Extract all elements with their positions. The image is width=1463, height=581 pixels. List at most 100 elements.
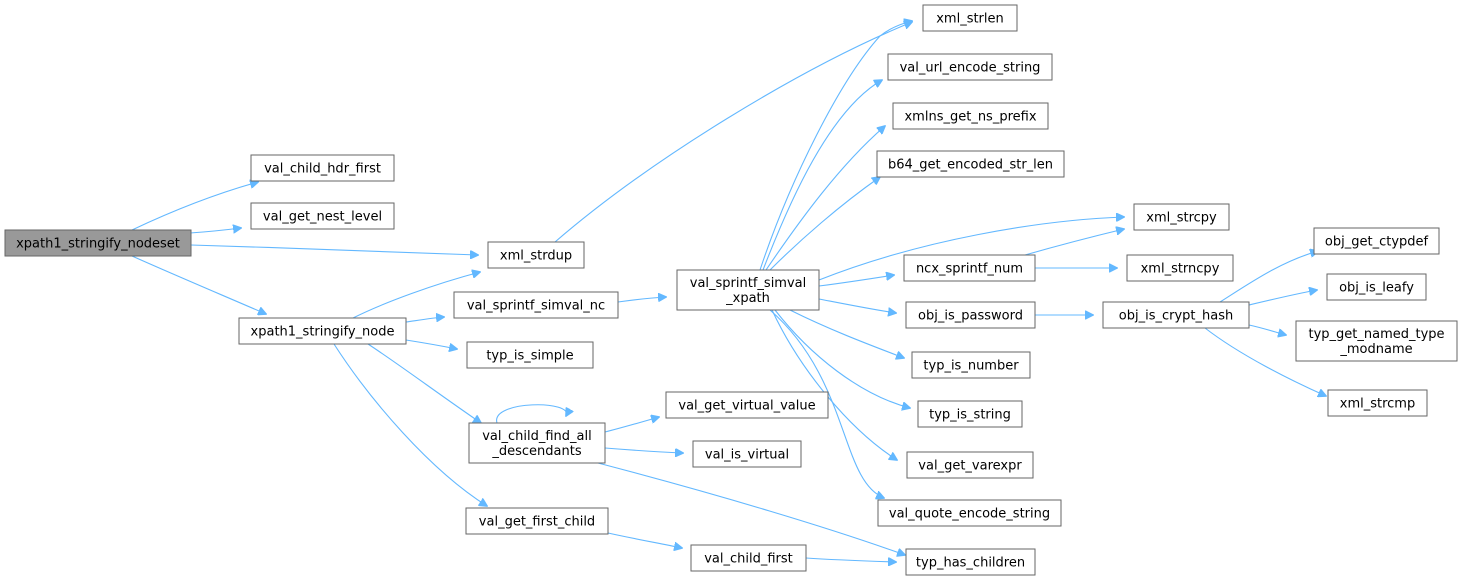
function-node[interactable]: val_sprintf_simval_xpath — [676, 269, 820, 311]
function-node-label: val_get_nest_level — [263, 210, 382, 225]
call-edges — [131, 21, 1326, 562]
function-node[interactable]: val_get_nest_level — [250, 202, 395, 230]
function-node[interactable]: xml_strcmp — [1327, 389, 1428, 417]
function-node-box — [905, 301, 1036, 329]
function-node[interactable]: val_child_first — [690, 544, 807, 572]
function-node-label: xpath1_stringify_node — [251, 325, 395, 340]
function-node-label: xml_strlen — [936, 12, 1004, 27]
function-node-label: _xpath — [725, 291, 770, 306]
function-node-box — [905, 548, 1036, 576]
edge-n12-to-n13 — [759, 21, 912, 271]
function-node[interactable]: val_is_virtual — [692, 440, 802, 468]
edge-n4-to-n6 — [405, 339, 457, 349]
function-node-box — [665, 391, 829, 419]
function-node-label: val_get_first_child — [479, 515, 595, 530]
function-node-label: val_sprintf_simval_nc — [467, 299, 605, 314]
edge-n4-to-n8 — [333, 343, 487, 506]
function-node-box — [453, 291, 619, 319]
function-node-label: ncx_sprintf_num — [916, 262, 1023, 277]
edge-n0-to-n1 — [131, 182, 258, 231]
function-node[interactable]: xmlns_get_ns_prefix — [892, 102, 1049, 130]
function-node[interactable]: val_url_encode_string — [887, 53, 1053, 81]
function-node-box — [917, 400, 1023, 428]
function-node-box — [1326, 273, 1427, 301]
edge-n12-to-n23 — [771, 309, 897, 460]
function-node[interactable]: val_sprintf_simval_nc — [453, 291, 619, 319]
function-node-label: val_quote_encode_string — [889, 507, 1050, 522]
function-node[interactable]: xml_strcpy — [1133, 203, 1230, 231]
function-node-box — [892, 102, 1049, 130]
edge-n12-to-n24 — [769, 309, 884, 498]
function-node-box — [877, 499, 1062, 527]
function-node[interactable]: typ_is_simple — [466, 341, 594, 369]
function-node-box — [692, 440, 802, 468]
function-node-label: xml_strncpy — [1141, 262, 1220, 277]
function-node-label: val_child_find_all — [482, 429, 592, 444]
function-node-label: val_child_hdr_first — [264, 162, 381, 177]
function-node-label: b64_get_encoded_str_len — [888, 158, 1053, 173]
edge-n12-to-n22 — [774, 309, 910, 408]
function-node-box — [887, 53, 1053, 81]
function-node[interactable]: xpath1_stringify_nodeset — [4, 229, 192, 257]
function-node-label: typ_get_named_type — [1308, 327, 1444, 342]
edge-n12-to-n21 — [789, 309, 904, 358]
function-node-label: typ_is_number — [923, 359, 1019, 374]
function-node[interactable]: typ_has_children — [905, 548, 1036, 576]
function-node[interactable]: obj_is_leafy — [1326, 273, 1427, 301]
function-node-box — [1126, 254, 1234, 282]
function-node-box — [238, 317, 407, 345]
function-node[interactable]: val_child_hdr_first — [250, 154, 395, 182]
function-node-box — [4, 229, 192, 257]
function-node[interactable]: xml_strncpy — [1126, 254, 1234, 282]
function-node[interactable]: val_child_find_all_descendants — [468, 422, 606, 464]
function-node-box — [911, 351, 1031, 379]
function-node[interactable]: val_get_varexpr — [906, 451, 1034, 479]
function-node-box — [906, 451, 1034, 479]
edge-n12-to-n18 — [818, 275, 894, 287]
function-node[interactable]: xml_strdup — [487, 241, 585, 269]
function-node-box — [487, 241, 585, 269]
function-node[interactable]: val_quote_encode_string — [877, 499, 1062, 527]
function-node[interactable]: typ_get_named_type_modname — [1295, 320, 1458, 362]
function-node[interactable]: typ_is_number — [911, 351, 1031, 379]
function-node[interactable]: val_get_virtual_value — [665, 391, 829, 419]
function-node-label: val_child_first — [704, 552, 793, 567]
function-node[interactable]: ncx_sprintf_num — [903, 254, 1036, 282]
edge-n12-to-n17 — [818, 217, 1124, 281]
function-nodes: xpath1_stringify_nodeset val_child_hdr_fi… — [4, 4, 1458, 576]
edge-n7-to-n9 — [604, 417, 659, 433]
edge-n26-to-n30 — [1204, 327, 1326, 396]
edge-n26-to-n28 — [1248, 290, 1317, 306]
edge-n4-to-n5 — [405, 317, 444, 323]
function-node[interactable]: xpath1_stringify_node — [238, 317, 407, 345]
function-node[interactable]: b64_get_encoded_str_len — [876, 150, 1065, 178]
function-node-label: obj_is_crypt_hash — [1119, 309, 1233, 324]
function-node-label: val_get_virtual_value — [678, 399, 815, 414]
function-node-label: xml_strcpy — [1146, 211, 1217, 226]
edge-n4-to-n7 — [367, 343, 481, 423]
function-node-label: obj_is_leafy — [1339, 281, 1414, 296]
function-node[interactable]: val_get_first_child — [465, 507, 609, 535]
function-node-box — [250, 202, 395, 230]
function-node-label: _descendants — [491, 444, 581, 459]
edge-n12-to-n14 — [762, 80, 882, 271]
function-node-label: xml_strdup — [500, 249, 572, 264]
function-node-box — [1295, 320, 1458, 362]
edge-n0-to-n4 — [131, 255, 266, 314]
function-node-box — [466, 341, 594, 369]
function-node[interactable]: obj_get_ctypdef — [1313, 227, 1440, 255]
function-node[interactable]: obj_is_crypt_hash — [1102, 301, 1250, 329]
function-node[interactable]: xml_strlen — [922, 4, 1018, 32]
function-node-box — [676, 269, 820, 311]
function-node[interactable]: typ_is_string — [917, 400, 1023, 428]
function-node-box — [903, 254, 1036, 282]
function-node-label: val_url_encode_string — [900, 61, 1041, 76]
function-node-label: obj_is_password — [918, 309, 1023, 324]
function-node-box — [465, 507, 609, 535]
function-node-box — [1102, 301, 1250, 329]
function-node-label: typ_has_children — [916, 556, 1025, 571]
edge-n7-to-n7 — [496, 404, 567, 424]
function-node-box — [876, 150, 1065, 178]
function-node[interactable]: obj_is_password — [905, 301, 1036, 329]
